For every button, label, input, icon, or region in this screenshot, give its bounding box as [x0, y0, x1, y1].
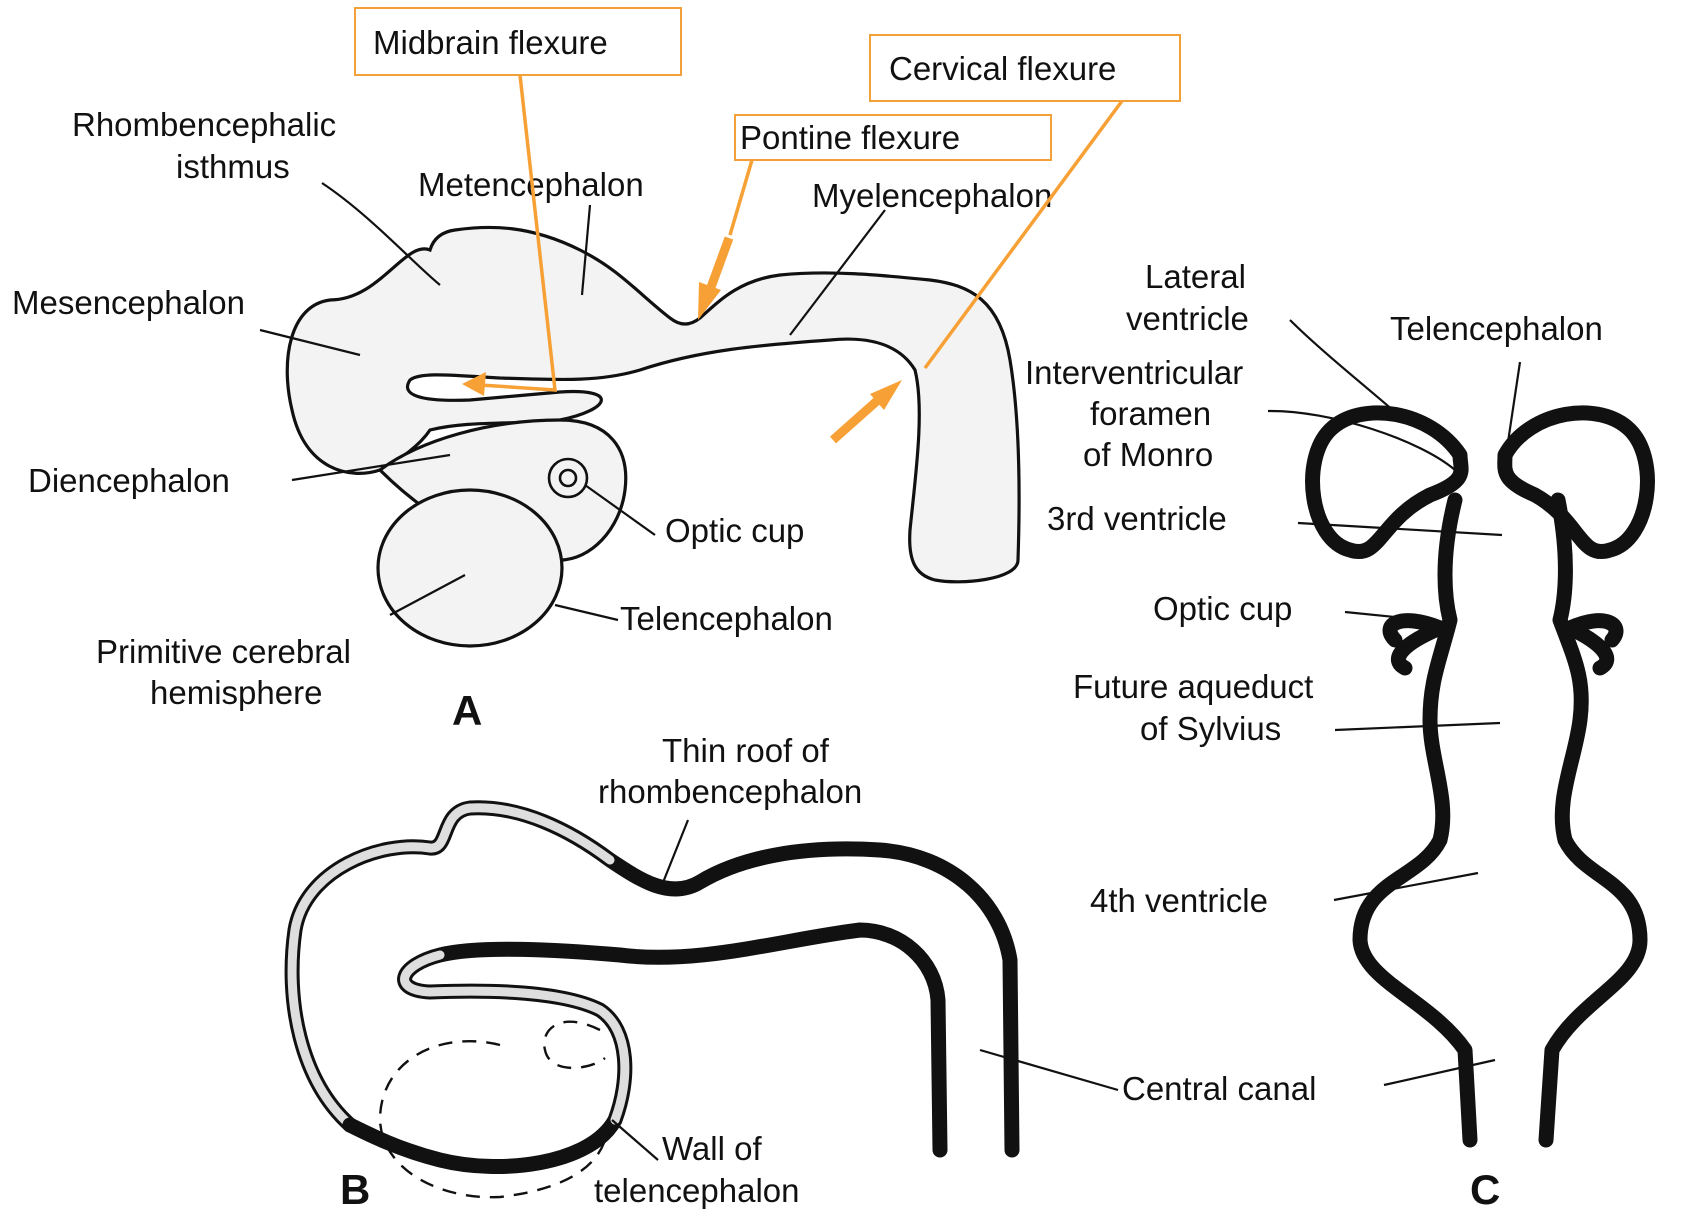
label-isthmus: isthmus	[176, 148, 290, 185]
pontine-flexure-label: Pontine flexure	[740, 119, 960, 156]
panel-c-labels: Lateral ventricle Telencephalon Interven…	[1025, 258, 1603, 1212]
label-lateral: Lateral	[1145, 258, 1246, 295]
label-primitive-cerebral: Primitive cerebral	[96, 633, 351, 670]
label-thin-roof: Thin roof of	[662, 732, 830, 769]
panel-a-brain	[287, 227, 1019, 646]
label-myelencephalon: Myelencephalon	[812, 177, 1052, 214]
left-tube-c	[1360, 500, 1470, 1140]
label-of-monro: of Monro	[1083, 436, 1213, 473]
label-interventricular: Interventricular	[1025, 354, 1243, 391]
inner-wall-b-fill	[405, 955, 625, 1120]
midbrain-flexure-label: Midbrain flexure	[373, 24, 608, 61]
label-fourth-ventricle: 4th ventricle	[1090, 882, 1268, 919]
label-central-canal: Central canal	[1122, 1070, 1316, 1107]
panel-c-section	[1313, 413, 1648, 1140]
label-telencephalon-c: Telencephalon	[1390, 310, 1603, 347]
label-future-aqueduct: Future aqueduct	[1073, 668, 1313, 705]
pontine-flexure-arrow-shaft	[710, 238, 729, 290]
cervical-flexure-label: Cervical flexure	[889, 50, 1116, 87]
cervical-flexure-arrow-shaft	[833, 400, 878, 440]
panel-letter-b: B	[340, 1166, 370, 1212]
label-wall-of: Wall of	[662, 1130, 762, 1167]
primitive-hemisphere	[378, 490, 562, 646]
label-third-ventricle: 3rd ventricle	[1047, 500, 1227, 537]
label-of-sylvius: of Sylvius	[1140, 710, 1281, 747]
label-ventricle: ventricle	[1126, 300, 1249, 337]
label-optic-cup-c: Optic cup	[1153, 590, 1292, 627]
label-foramen: foramen	[1090, 395, 1211, 432]
label-mesencephalon: Mesencephalon	[12, 284, 245, 321]
label-rhombencephalon: rhombencephalon	[598, 773, 862, 810]
label-telencephalon-a: Telencephalon	[620, 600, 833, 637]
panel-b-leaders	[612, 820, 1495, 1160]
label-wall-telencephalon: telencephalon	[594, 1172, 800, 1209]
dashed-optic-outline	[544, 1022, 605, 1068]
pontine-flexure-line	[730, 160, 752, 235]
label-hemisphere: hemisphere	[150, 674, 322, 711]
panel-letter-c: C	[1470, 1166, 1500, 1212]
inner-wall-b	[350, 930, 940, 1167]
right-tube-c	[1546, 500, 1640, 1140]
label-optic-cup-a: Optic cup	[665, 512, 804, 549]
outer-wall-b-fill	[292, 808, 610, 1125]
label-diencephalon: Diencephalon	[28, 462, 230, 499]
panel-b-section	[292, 808, 1012, 1197]
panel-letter-a: A	[452, 687, 482, 734]
right-wall-c	[1505, 413, 1648, 552]
label-rhombencephalic: Rhombencephalic	[72, 106, 336, 143]
